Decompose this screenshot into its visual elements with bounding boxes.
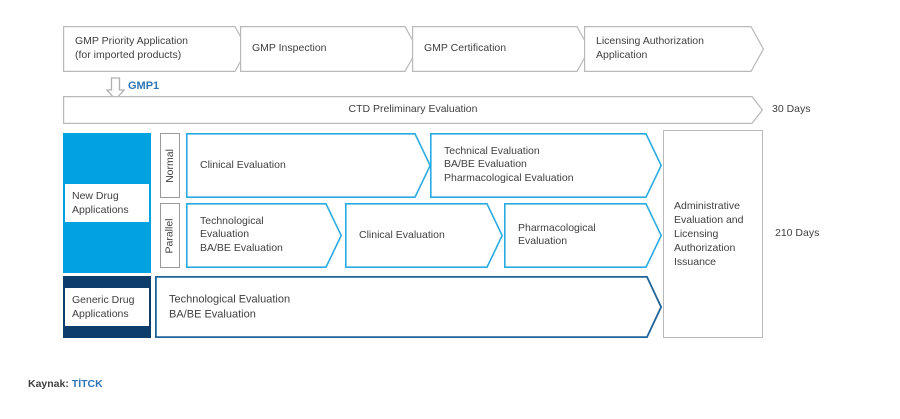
category-generic-drug-applications[interactable]: Generic Drug Applications bbox=[63, 276, 151, 338]
top-step-gmp-inspection[interactable]: GMP Inspection bbox=[240, 26, 418, 72]
chevron-shape-icon bbox=[430, 133, 662, 198]
top-step-gmp-certification[interactable]: GMP Certification bbox=[412, 26, 590, 72]
top-step-licensing-authorization-application[interactable]: Licensing Authorization Application bbox=[584, 26, 764, 72]
administrative-duration-label: 210 Days bbox=[775, 227, 820, 239]
top-step-label: GMP Certification bbox=[424, 42, 507, 55]
parallel-step-label: Pharmacological Evaluation bbox=[518, 221, 596, 248]
track-tab-normal[interactable]: Normal bbox=[160, 133, 180, 198]
source-name: TİTCK bbox=[71, 378, 103, 390]
category-generic-drug-label: Generic Drug Applications bbox=[65, 287, 149, 327]
chevron-shape-icon bbox=[63, 96, 763, 124]
ctd-preliminary-evaluation-bar[interactable]: CTD Preliminary Evaluation bbox=[63, 96, 763, 124]
down-arrow-icon bbox=[105, 77, 126, 101]
parallel-step-label: Clinical Evaluation bbox=[359, 228, 445, 241]
top-step-label: GMP Inspection bbox=[252, 42, 327, 55]
normal-step-label: Technical Evaluation BA/BE Evaluation Ph… bbox=[444, 144, 574, 185]
track-tab-normal-label: Normal bbox=[164, 148, 176, 183]
parallel-step-pharmacological-evaluation[interactable]: Pharmacological Evaluation bbox=[504, 203, 662, 268]
track-tab-parallel-label: Parallel bbox=[164, 217, 176, 254]
chevron-shape-icon bbox=[186, 133, 431, 198]
category-new-drug-label: New Drug Applications bbox=[65, 183, 149, 223]
normal-step-technical-babe-pharmacological-evaluation[interactable]: Technical Evaluation BA/BE Evaluation Ph… bbox=[430, 133, 662, 198]
administrative-evaluation-label: Administrative Evaluation and Licensing … bbox=[674, 199, 744, 269]
normal-step-clinical-evaluation[interactable]: Clinical Evaluation bbox=[186, 133, 431, 198]
administrative-evaluation-box[interactable]: Administrative Evaluation and Licensing … bbox=[663, 130, 763, 338]
normal-step-label: Clinical Evaluation bbox=[200, 158, 286, 171]
gmp1-label: GMP1 bbox=[128, 80, 160, 92]
chevron-shape-icon bbox=[155, 276, 662, 338]
ctd-duration-label: 30 Days bbox=[772, 103, 811, 115]
top-step-label: Licensing Authorization Application bbox=[596, 35, 704, 61]
chevron-shape-icon bbox=[186, 203, 342, 268]
chevron-shape-icon bbox=[412, 26, 590, 72]
generic-step-label: Technological Evaluation BA/BE Evaluatio… bbox=[169, 293, 291, 320]
parallel-step-technological-babe-evaluation[interactable]: Technological Evaluation BA/BE Evaluatio… bbox=[186, 203, 342, 268]
chevron-shape-icon bbox=[504, 203, 662, 268]
top-step-gmp-priority-application[interactable]: GMP Priority Application (for imported p… bbox=[63, 26, 248, 72]
parallel-step-label: Technological Evaluation BA/BE Evaluatio… bbox=[200, 214, 283, 255]
chevron-shape-icon bbox=[345, 203, 503, 268]
generic-step-technological-babe-evaluation[interactable]: Technological Evaluation BA/BE Evaluatio… bbox=[155, 276, 662, 338]
parallel-step-clinical-evaluation[interactable]: Clinical Evaluation bbox=[345, 203, 503, 268]
chevron-shape-icon bbox=[584, 26, 764, 72]
gmp1-annotation: GMP1 bbox=[104, 77, 194, 101]
category-new-drug-applications[interactable]: New Drug Applications bbox=[63, 133, 151, 273]
track-tab-parallel[interactable]: Parallel bbox=[160, 203, 180, 268]
ctd-label: CTD Preliminary Evaluation bbox=[348, 103, 478, 116]
source-prefix: Kaynak: bbox=[28, 378, 69, 390]
source-footer: Kaynak: TİTCK bbox=[28, 378, 103, 390]
chevron-shape-icon bbox=[240, 26, 418, 72]
top-step-label: GMP Priority Application (for imported p… bbox=[75, 35, 189, 61]
